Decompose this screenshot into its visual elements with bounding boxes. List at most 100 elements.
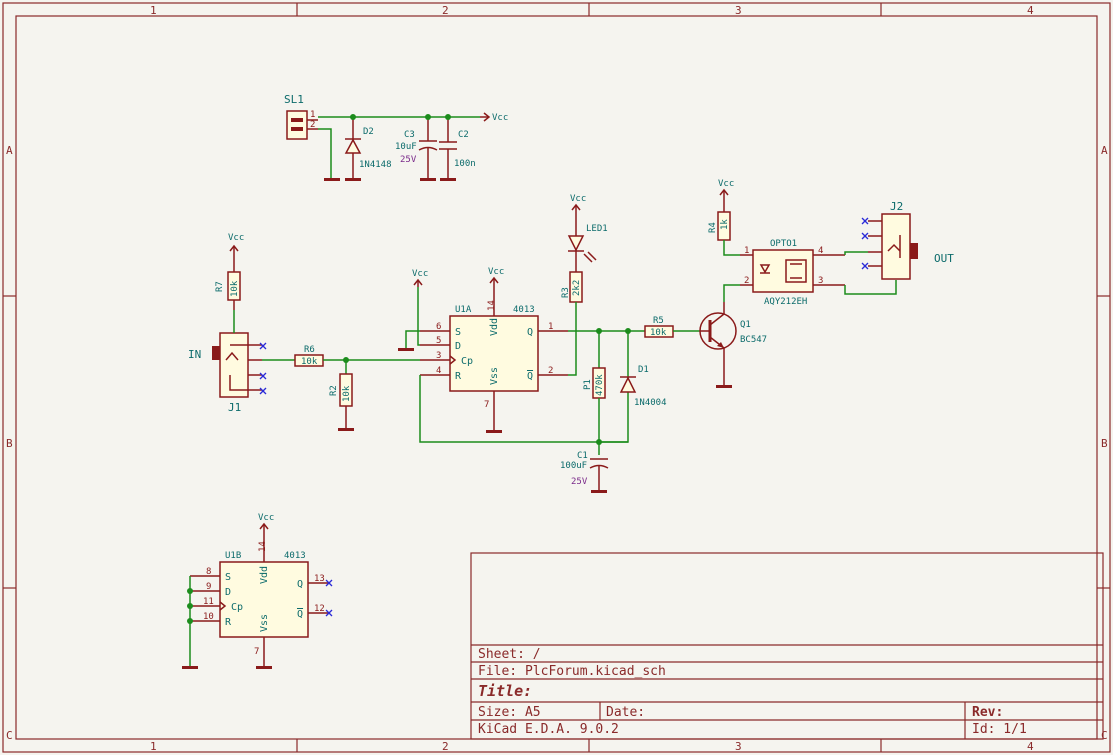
vcc-arrow-led: [571, 203, 581, 220]
u1b-clock-mark: [219, 601, 227, 611]
u1a-name-nq: Q: [527, 371, 533, 382]
opto1-value: AQY212EH: [764, 297, 807, 307]
sl1-pin2: 2: [310, 120, 315, 130]
d1-value: 1N4004: [634, 398, 667, 408]
q1-transistor[interactable]: [699, 302, 737, 385]
s-pin-wire: [405, 330, 420, 348]
c1-capacitor[interactable]: [589, 458, 609, 490]
c3-capacitor[interactable]: [418, 117, 438, 178]
opto-to-j2-b: [844, 280, 897, 295]
q1-value: BC547: [740, 335, 767, 345]
q1-emitter-arrow: [717, 342, 724, 348]
u1a-pin-nq: 2: [548, 366, 553, 376]
u1a-pin-s: 6: [436, 322, 441, 332]
c1-ref: C1: [577, 451, 588, 461]
ground-symbol: [420, 178, 436, 181]
col-label-3: 3: [735, 4, 742, 17]
junction: [187, 588, 193, 594]
ground-symbol: [345, 178, 361, 181]
vcc-arrow-r4: [719, 188, 729, 212]
title-block: [470, 552, 1104, 740]
r2-value: 10k: [342, 385, 352, 402]
tb-sheet: Sheet: /: [478, 647, 541, 662]
u1b-pins: [190, 532, 328, 666]
u1a-pin-cp: 3: [436, 351, 441, 361]
r4-ref: R4: [708, 222, 718, 233]
u1a-pin-d: 5: [436, 336, 441, 346]
junction: [596, 439, 602, 445]
u1a-pin-vdd: 14: [487, 300, 497, 311]
tb-title: Title:: [478, 682, 532, 700]
no-connect-marker: [325, 579, 333, 617]
u1b-name-nq: Q: [297, 609, 303, 620]
opto1-pin1: 1: [744, 246, 749, 256]
vcc-led-label: Vcc: [570, 194, 586, 204]
d1-diode[interactable]: [619, 376, 637, 393]
opto1-ref: OPTO1: [770, 239, 797, 249]
j1-ref: J1: [228, 401, 241, 414]
r5-value: 10k: [650, 328, 667, 338]
r7-value: 10k: [230, 280, 240, 297]
opto1-relay[interactable]: [752, 249, 814, 293]
tb-id: Id: 1/1: [972, 722, 1027, 737]
col-label-4b: 4: [1027, 740, 1034, 753]
u1b-pin-q: 13: [314, 574, 325, 584]
j1-connector[interactable]: [212, 332, 262, 398]
r2-ref: R2: [329, 385, 339, 396]
p1-ref: P1: [583, 379, 593, 390]
d-pin-wire: [417, 287, 420, 346]
d2-diode[interactable]: [344, 138, 362, 154]
u1a-clock-mark: [449, 355, 457, 365]
nq-to-r3: [568, 302, 577, 376]
p1-value: 470k: [595, 374, 605, 396]
col-label-1b: 1: [150, 740, 157, 753]
opto1-pin4: 4: [818, 246, 823, 256]
vcc-d-label: Vcc: [412, 269, 428, 279]
vcc-top-label: Vcc: [492, 113, 508, 123]
d1-ref: D1: [638, 365, 649, 375]
junction: [445, 114, 451, 120]
no-connect-marker: [861, 217, 869, 270]
inner-frame: [15, 15, 1098, 740]
j2-connector[interactable]: [868, 213, 918, 280]
ground-symbol: [338, 428, 354, 431]
col-label-1: 1: [150, 4, 157, 17]
c2-capacitor[interactable]: [439, 117, 457, 178]
r7-ref: R7: [215, 281, 225, 292]
r3-ref: R3: [561, 287, 571, 298]
d1-wire: [599, 331, 629, 443]
row-label-c: C: [6, 729, 13, 742]
col-label-3b: 3: [735, 740, 742, 753]
row-label-a: A: [6, 144, 13, 157]
led1-ref: LED1: [586, 224, 608, 234]
vcc-arrow-u1b: [259, 522, 269, 532]
u1b-pin-d: 9: [206, 582, 211, 592]
u1b-pin-vdd: 14: [258, 541, 268, 552]
j2-ref: J2: [890, 200, 903, 213]
row-label-b: B: [6, 437, 13, 450]
u1a-name-q: Q: [527, 327, 533, 338]
u1b-name-q: Q: [297, 579, 303, 590]
u1b-pin-nq: 12: [314, 604, 325, 614]
u1a-pin-vss: 7: [484, 400, 489, 410]
r5-ref: R5: [653, 316, 664, 326]
vcc-arrow-d: [413, 278, 423, 287]
vcc-r4-label: Vcc: [718, 179, 734, 189]
q1-to-opto: [723, 284, 740, 302]
sl1-pin1: 1: [310, 110, 315, 120]
r4-value: 1k: [720, 219, 730, 230]
led1-diode[interactable]: [567, 220, 597, 272]
no-connect-marker: [259, 342, 267, 395]
sl1-connector[interactable]: [286, 110, 318, 140]
c2-ref: C2: [458, 130, 469, 140]
ground-symbol: [324, 178, 340, 181]
r6-ref: R6: [304, 345, 315, 355]
opto1-internal: [759, 259, 807, 283]
c2-value: 100n: [454, 159, 476, 169]
junction: [350, 114, 356, 120]
ground-symbol: [716, 385, 732, 388]
u1b-name-d: D: [225, 587, 231, 598]
u1a-name-cp: Cp: [461, 356, 473, 367]
